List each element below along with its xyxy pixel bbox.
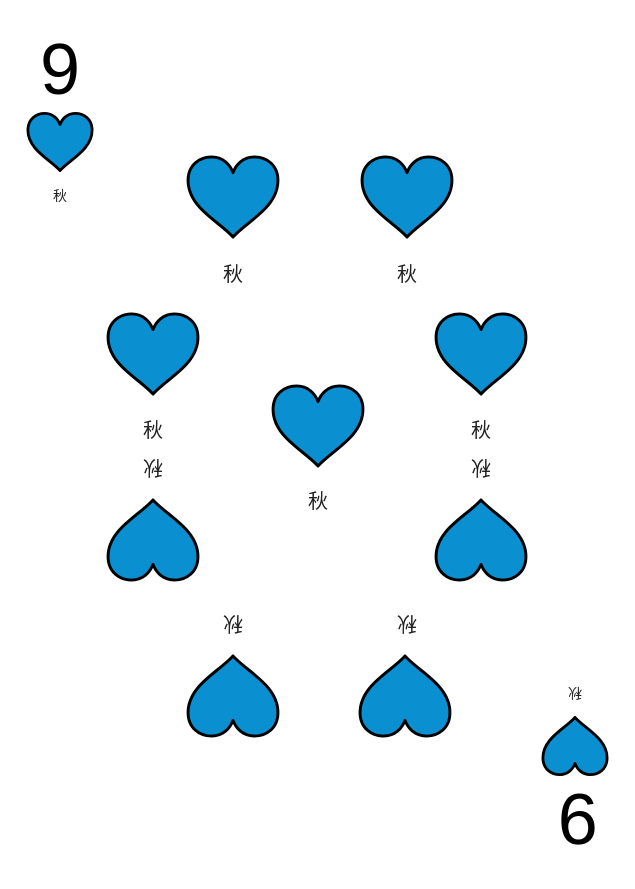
pip-heart-icon-center (271, 384, 365, 468)
rank-top: 9 (39, 30, 81, 110)
corner-suit-label-bottom: 秋 (568, 684, 582, 700)
pip-suit-label-inverted: 秋 (223, 612, 243, 636)
pip-suit-label: 秋 (471, 418, 491, 442)
pip-heart-icon (360, 155, 454, 239)
pip-heart-icon-inverted (106, 498, 200, 582)
pip-suit-label-inverted: 秋 (143, 456, 163, 480)
corner-heart-icon-top (26, 112, 94, 172)
pip-heart-icon (434, 312, 528, 396)
corner-suit-label-top: 秋 (53, 189, 67, 205)
pip-suit-label: 秋 (397, 262, 417, 286)
pip-heart-icon-inverted (358, 654, 452, 738)
pip-suit-label-center: 秋 (308, 489, 328, 513)
pip-suit-label-inverted: 秋 (397, 612, 417, 636)
rank-bottom: 9 (557, 778, 599, 858)
pip-heart-icon (186, 155, 280, 239)
pip-heart-icon (106, 312, 200, 396)
pip-suit-label: 秋 (143, 418, 163, 442)
pip-heart-icon-inverted (186, 654, 280, 738)
corner-heart-icon-bottom (541, 716, 609, 776)
pip-suit-label-inverted: 秋 (471, 456, 491, 480)
pip-heart-icon-inverted (434, 498, 528, 582)
pip-suit-label: 秋 (223, 262, 243, 286)
